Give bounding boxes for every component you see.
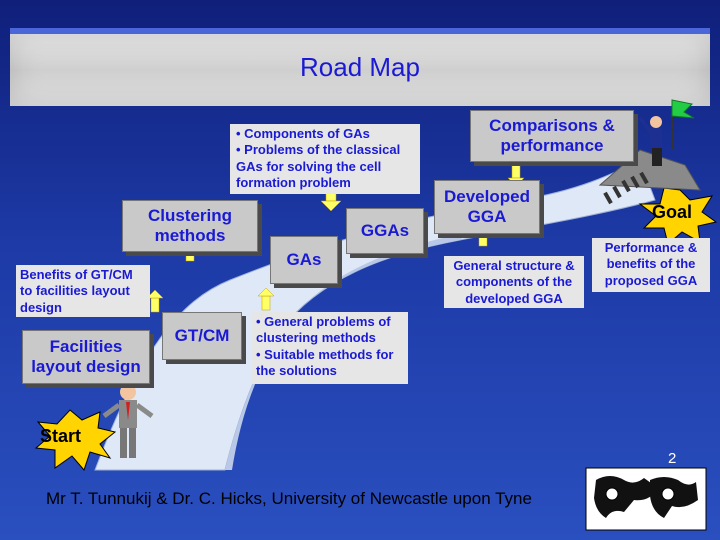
note-general-structure: General structure & components of the de…	[444, 256, 584, 308]
footer-credit: Mr T. Tunnukij & Dr. C. Hicks, Universit…	[46, 489, 720, 509]
note-performance-benefits: Performance & benefits of the proposed G…	[592, 238, 710, 292]
box-facilities-layout-design: Facilities layout design	[22, 330, 150, 384]
box-ggas: GGAs	[346, 208, 424, 254]
note-bullet: • Problems of the classical GAs for solv…	[236, 142, 414, 191]
start-label: Start	[40, 426, 81, 447]
note-bullet: • Components of GAs	[236, 126, 414, 142]
note-benefits: Benefits of GT/CM to facilities layout d…	[16, 265, 150, 317]
page-number: 2	[668, 450, 676, 467]
box-gas: GAs	[270, 236, 338, 284]
box-developed-gga: Developed GGA	[434, 180, 540, 234]
goal-label: Goal	[652, 202, 692, 223]
note-components-of-gas: • Components of GAs • Problems of the cl…	[230, 124, 420, 194]
note-bullet: • General problems of clustering methods	[256, 314, 404, 347]
note-general-problems: • General problems of clustering methods…	[252, 312, 408, 384]
box-clustering-methods: Clustering methods	[122, 200, 258, 252]
box-comparisons-performance: Comparisons & performance	[470, 110, 634, 162]
note-bullet: • Suitable methods for the solutions	[256, 347, 404, 380]
box-gt-cm: GT/CM	[162, 312, 242, 360]
